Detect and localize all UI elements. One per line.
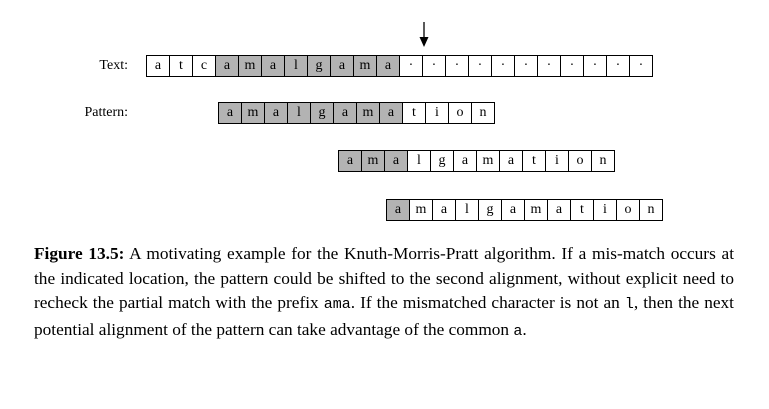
- pattern-cell: g: [478, 199, 502, 221]
- pattern-cell: a: [338, 150, 362, 172]
- pattern-cell: m: [361, 150, 385, 172]
- text-row-label: Text:: [99, 58, 128, 73]
- pattern-cell: a: [499, 150, 523, 172]
- text-cell: ·: [422, 55, 446, 77]
- text-cell: l: [284, 55, 308, 77]
- pattern-cell: l: [407, 150, 431, 172]
- pattern-cell: t: [522, 150, 546, 172]
- pattern-cell: a: [218, 102, 242, 124]
- text-cell: ·: [468, 55, 492, 77]
- text-cell: c: [192, 55, 216, 77]
- text-cell: ·: [537, 55, 561, 77]
- pattern-cell: a: [379, 102, 403, 124]
- text-cell: ·: [514, 55, 538, 77]
- pattern-cell: i: [593, 199, 617, 221]
- pattern-cell: a: [384, 150, 408, 172]
- text-cell: a: [376, 55, 400, 77]
- caption-code-prefix: ama: [323, 296, 351, 313]
- text-cell: ·: [445, 55, 469, 77]
- caption-text-2: . If the mismatched character is not an: [350, 293, 625, 312]
- pattern-cell: i: [425, 102, 449, 124]
- pattern-cell: t: [402, 102, 426, 124]
- text-cell: ·: [560, 55, 584, 77]
- text-cell: m: [238, 55, 262, 77]
- figure-number: Figure 13.5:: [34, 244, 125, 263]
- pattern-cell: o: [616, 199, 640, 221]
- pattern-cell: g: [430, 150, 454, 172]
- text-cell: a: [261, 55, 285, 77]
- text-cell: t: [169, 55, 193, 77]
- pattern-cell: a: [547, 199, 571, 221]
- pattern-cell: m: [356, 102, 380, 124]
- pattern-cell: n: [591, 150, 615, 172]
- pattern-cell: g: [310, 102, 334, 124]
- pattern-cell: o: [568, 150, 592, 172]
- pattern-cell: l: [455, 199, 479, 221]
- caption-text-3: , then the next potential alignment of t…: [34, 293, 734, 339]
- caption-code-l: l: [624, 296, 634, 313]
- text-cell: ·: [629, 55, 653, 77]
- pattern-cell: a: [333, 102, 357, 124]
- text-cell: a: [330, 55, 354, 77]
- pattern-cell: a: [501, 199, 525, 221]
- mismatch-arrow-icon: [419, 22, 429, 47]
- pattern-cell: o: [448, 102, 472, 124]
- caption-text-1: A motivating example for the Knuth-Morri…: [34, 244, 734, 312]
- pattern-cell: i: [545, 150, 569, 172]
- text-cell: ·: [583, 55, 607, 77]
- text-cell: g: [307, 55, 331, 77]
- pattern-cell: a: [432, 199, 456, 221]
- pattern-cell: l: [287, 102, 311, 124]
- caption-text-4: .: [522, 319, 527, 339]
- text-cell: m: [353, 55, 377, 77]
- figure-caption: Figure 13.5: A motivating example for th…: [34, 242, 734, 344]
- pattern-cell: a: [264, 102, 288, 124]
- pattern-row-label: Pattern:: [84, 105, 128, 120]
- pattern-cell: a: [453, 150, 477, 172]
- pattern-cell: m: [524, 199, 548, 221]
- pattern-cell: m: [476, 150, 500, 172]
- pattern-cell: n: [639, 199, 663, 221]
- text-cell: ·: [399, 55, 423, 77]
- pattern-cell: t: [570, 199, 594, 221]
- pattern-cell: a: [386, 199, 410, 221]
- text-cell: ·: [606, 55, 630, 77]
- pattern-cell: m: [409, 199, 433, 221]
- pattern-cell: n: [471, 102, 495, 124]
- pattern-cell: m: [241, 102, 265, 124]
- text-cell: ·: [491, 55, 515, 77]
- text-cell: a: [215, 55, 239, 77]
- text-cell: a: [146, 55, 170, 77]
- caption-code-a: a: [513, 322, 523, 340]
